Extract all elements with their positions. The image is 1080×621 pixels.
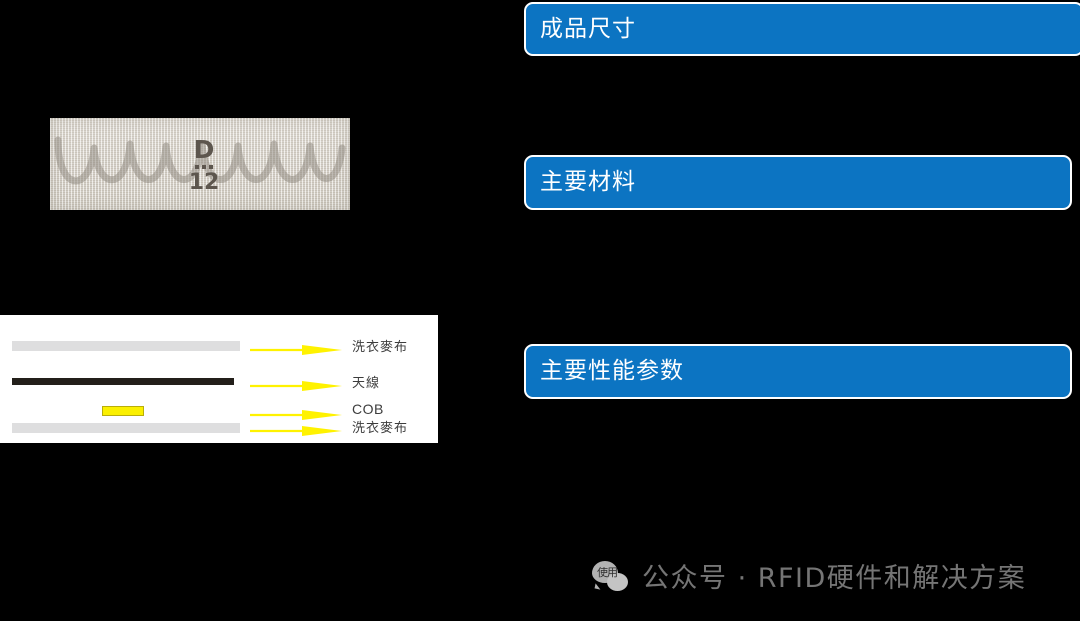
- diagram-layer-row: 天線: [0, 369, 438, 395]
- layer-bar-cob: [102, 406, 144, 416]
- layer-bar-fabric-top: [12, 341, 240, 351]
- section-bar-main-materials[interactable]: 主要材料: [524, 155, 1072, 210]
- section-bar-performance-parameters[interactable]: 主要性能参数: [524, 344, 1072, 399]
- wechat-icon: 使用: [592, 560, 628, 591]
- antenna-trace-icon: [54, 136, 346, 185]
- layer-label-0: 洗衣麥布: [352, 340, 409, 355]
- layer-bar-antenna: [12, 378, 234, 385]
- wechat-icon-glyph: 使用: [597, 565, 618, 579]
- section-label: 主要性能参数: [540, 358, 684, 384]
- diagram-layer-row: 洗衣麥布: [0, 421, 438, 449]
- watermark-text: 公众号 · RFID硬件和解决方案: [642, 563, 1027, 594]
- leader-line-icon: [250, 344, 342, 355]
- layer-cross-section-diagram: 洗衣麥布 天線 COB: [0, 315, 438, 443]
- layer-label-2: COB: [352, 401, 384, 417]
- layer-bar-fabric-bottom: [12, 423, 240, 433]
- section-label: 主要材料: [540, 169, 636, 195]
- diagram-layer-row: 洗衣麥布: [0, 333, 438, 359]
- leader-line-icon: [250, 409, 342, 420]
- leader-line-icon: [250, 380, 342, 391]
- layer-label-1: 天線: [352, 376, 381, 391]
- diagram-layer-row: COB: [0, 398, 438, 424]
- section-label: 成品尺寸: [540, 15, 636, 42]
- watermark: 使用 公众号 · RFID硬件和解决方案: [592, 556, 1026, 595]
- section-bar-finished-size[interactable]: 成品尺寸: [524, 2, 1080, 56]
- layer-label-3: 洗衣麥布: [352, 421, 409, 436]
- product-photo: [50, 118, 350, 210]
- leader-line-icon: [250, 425, 342, 436]
